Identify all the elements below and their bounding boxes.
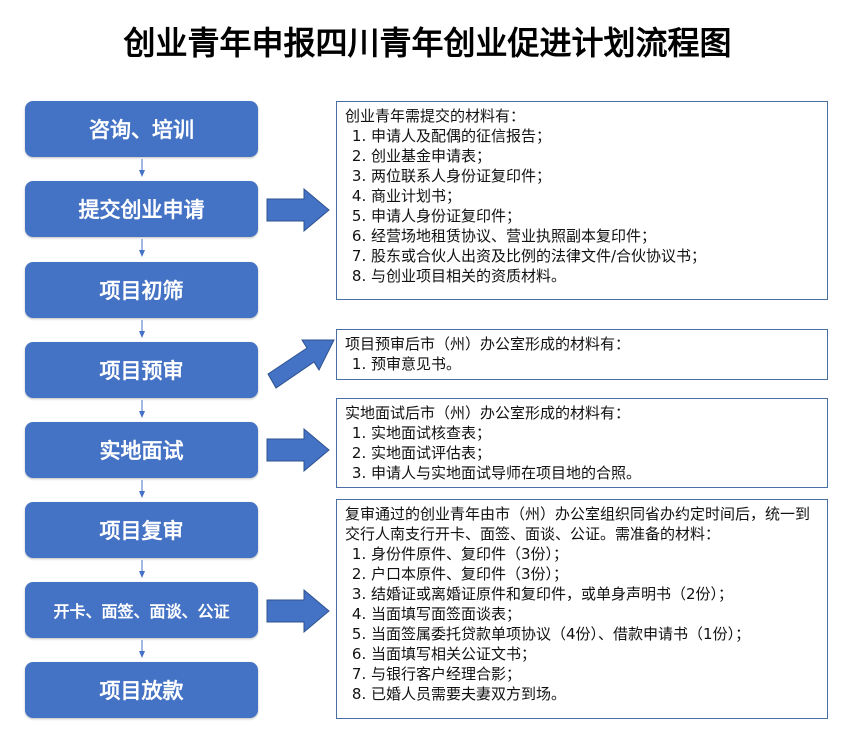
down-arrow-icon — [139, 480, 145, 498]
list-item: 实地面试核查表； — [371, 423, 819, 443]
box-heading: 复审通过的创业青年由市（州）办公室组织同省办约定时间后，统一到交行人南支行开卡、… — [345, 505, 811, 543]
list-item: 当面填写相关公证文书； — [371, 644, 819, 664]
list-item: 创业基金申请表； — [371, 146, 819, 166]
right-block-arrow-icon — [266, 428, 330, 472]
list-item: 当面填写面签面谈表； — [371, 604, 819, 624]
box-heading: 项目预审后市（州）办公室形成的材料有： — [345, 335, 631, 353]
list-item: 与创业项目相关的资质材料。 — [371, 266, 819, 286]
step-re-review: 项目复审 — [25, 502, 258, 558]
list-item: 申请人与实地面试导师在项目地的合照。 — [371, 463, 819, 483]
list-item: 结婚证或离婚证原件和复印件，或单身声明书（2份）； — [371, 584, 819, 604]
materials-box-application: 创业青年需提交的材料有： 申请人及配偶的征信报告； 创业基金申请表； 两位联系人… — [336, 101, 828, 300]
step-onsite-interview: 实地面试 — [25, 422, 258, 478]
list-item: 实地面试评估表； — [371, 443, 819, 463]
materials-box-interview: 实地面试后市（州）办公室形成的材料有： 实地面试核查表； 实地面试评估表； 申请… — [336, 398, 828, 488]
list-item: 当面签属委托贷款单项协议（4份）、借款申请书（1份）； — [371, 624, 819, 644]
step-consult-training: 咨询、培训 — [25, 101, 258, 157]
materials-box-signing: 复审通过的创业青年由市（州）办公室组织同省办约定时间后，统一到交行人南支行开卡、… — [336, 499, 828, 719]
step-initial-screening: 项目初筛 — [25, 262, 258, 318]
down-arrow-icon — [139, 239, 145, 257]
right-block-arrow-icon — [266, 188, 330, 232]
materials-box-pre-review: 项目预审后市（州）办公室形成的材料有： 预审意见书。 — [336, 329, 828, 380]
down-arrow-icon — [139, 560, 145, 578]
right-block-arrow-icon — [266, 589, 330, 633]
list-item: 股东或合伙人出资及比例的法律文件/合伙协议书； — [371, 246, 819, 266]
down-arrow-icon — [139, 640, 145, 658]
down-arrow-icon — [139, 400, 145, 418]
list-item: 申请人及配偶的征信报告； — [371, 126, 819, 146]
down-arrow-icon — [139, 159, 145, 177]
list-item: 两位联系人身份证复印件； — [371, 166, 819, 186]
down-arrow-icon — [139, 320, 145, 338]
step-submit-application: 提交创业申请 — [25, 181, 258, 237]
list-item: 已婚人员需要夫妻双方到场。 — [371, 684, 819, 704]
list-item: 商业计划书； — [371, 186, 819, 206]
step-card-signing: 开卡、面签、面谈、公证 — [25, 582, 258, 638]
box-heading: 创业青年需提交的材料有： — [345, 107, 526, 125]
step-pre-review: 项目预审 — [25, 342, 258, 398]
materials-list: 实地面试核查表； 实地面试评估表； 申请人与实地面试导师在项目地的合照。 — [345, 423, 819, 483]
list-item: 经营场地租赁协议、营业执照副本复印件； — [371, 226, 819, 246]
list-item: 申请人身份证复印件； — [371, 206, 819, 226]
step-loan-release: 项目放款 — [25, 662, 258, 718]
diagonal-block-arrow-icon — [267, 339, 335, 389]
materials-list: 预审意见书。 — [345, 354, 819, 374]
list-item: 身份件原件、复印件（3份）； — [371, 544, 819, 564]
page-title: 创业青年申报四川青年创业促进计划流程图 — [123, 24, 732, 62]
list-item: 与银行客户经理合影； — [371, 664, 819, 684]
box-heading: 实地面试后市（州）办公室形成的材料有： — [345, 404, 631, 422]
list-item: 户口本原件、复印件（3份）； — [371, 564, 819, 584]
materials-list: 身份件原件、复印件（3份）； 户口本原件、复印件（3份）； 结婚证或离婚证原件和… — [345, 544, 819, 704]
list-item: 预审意见书。 — [371, 354, 819, 374]
materials-list: 申请人及配偶的征信报告； 创业基金申请表； 两位联系人身份证复印件； 商业计划书… — [345, 126, 819, 286]
